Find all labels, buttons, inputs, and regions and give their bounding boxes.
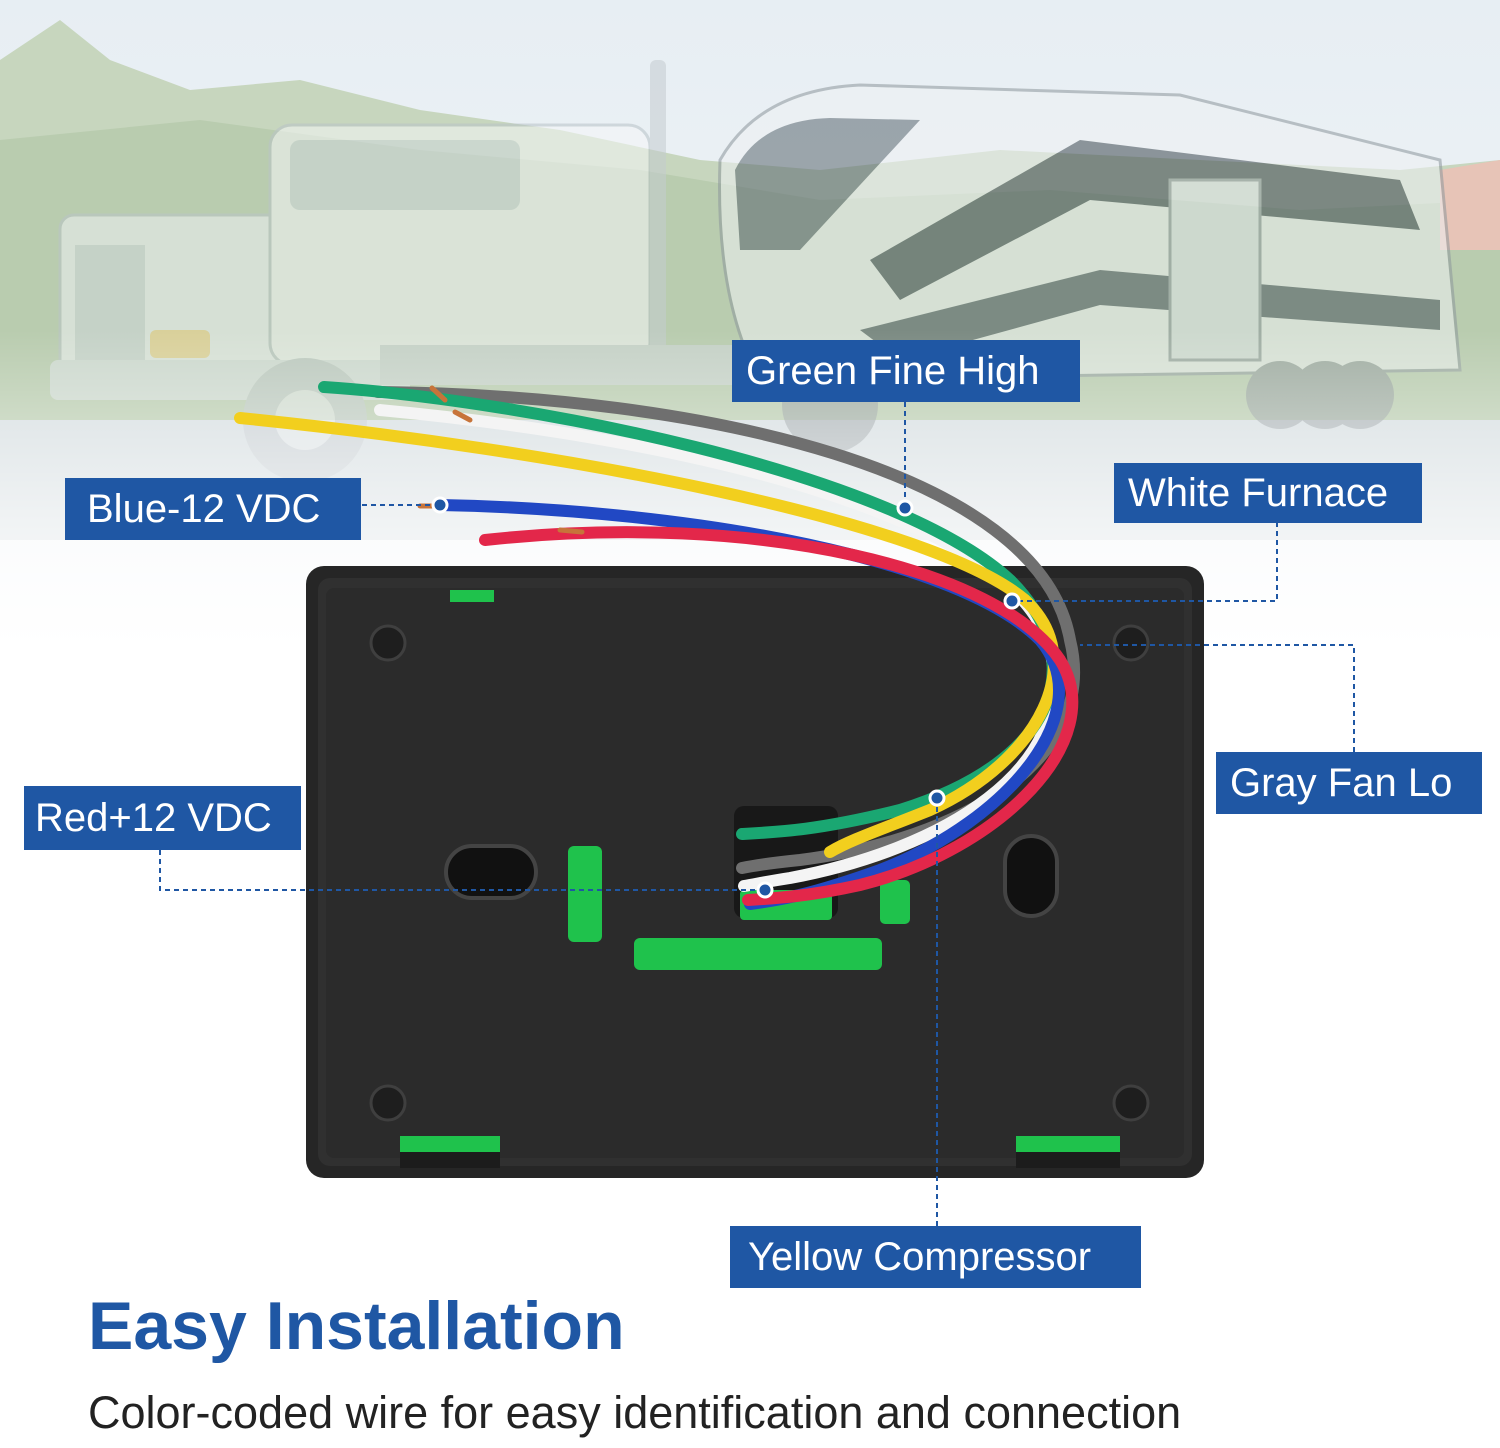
headline: Easy Installation <box>88 1288 625 1364</box>
white-wire-label: White Furnace <box>1114 463 1422 523</box>
green-wire-label: Green Fine High <box>732 340 1080 402</box>
yellow-wire-label: Yellow Compressor <box>730 1226 1141 1288</box>
subheadline: Color-coded wire for easy identification… <box>88 1387 1182 1438</box>
gray-wire-label: Gray Fan Lo <box>1216 752 1482 814</box>
thermostat-housing <box>306 566 1204 1178</box>
callout-dots <box>431 496 1021 899</box>
wire-bundle <box>234 381 1081 910</box>
blue-wire-label: Blue-12 VDC <box>65 478 361 540</box>
red-wire-label: Red+12 VDC <box>24 786 301 850</box>
callout-leaders <box>159 402 1355 1226</box>
